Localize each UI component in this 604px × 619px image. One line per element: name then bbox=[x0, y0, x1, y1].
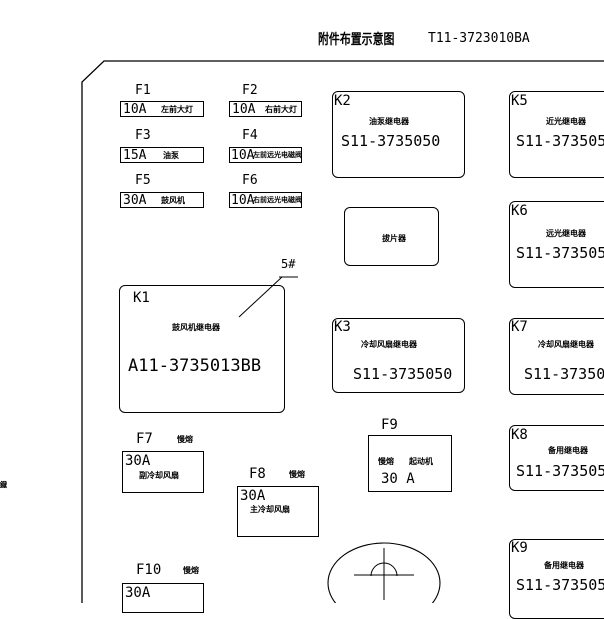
f10-note: 慢熔 bbox=[183, 566, 199, 575]
relay-k6: K6 远光继电器 S11-373505 bbox=[509, 201, 604, 288]
f2-label: F2 bbox=[242, 83, 258, 98]
f5-rating: 30A bbox=[123, 193, 147, 208]
k5-part: S11-373505 bbox=[516, 132, 604, 150]
k2-label: K2 bbox=[334, 93, 351, 109]
k7-part: S11-37350 bbox=[524, 365, 604, 383]
relay-k2: K2 油泵继电器 S11-3735050 bbox=[332, 91, 465, 178]
f7-note: 慢熔 bbox=[177, 435, 193, 444]
k8-label: K8 bbox=[511, 427, 528, 443]
k5-desc: 近光继电器 bbox=[546, 117, 586, 126]
f8-desc: 主冷却风扇 bbox=[250, 505, 290, 514]
diagram-lines bbox=[81, 60, 604, 603]
f1-rating: 10A bbox=[123, 102, 147, 117]
diagram-title: 附件布置示意图 bbox=[318, 32, 395, 48]
f7-label: F7 bbox=[136, 431, 153, 447]
k6-desc: 远光继电器 bbox=[546, 229, 586, 238]
k9-part: S11-373505 bbox=[516, 576, 604, 594]
k1-label: K1 bbox=[133, 290, 150, 306]
k9-desc: 备用继电器 bbox=[544, 561, 584, 570]
fuse-f3: 15A 油泵 bbox=[120, 147, 204, 163]
f4-label: F4 bbox=[242, 128, 258, 143]
f10-rating: 30A bbox=[125, 585, 151, 601]
fuse-f4: 10A 左前远光电磁阀 bbox=[229, 147, 302, 163]
k1-part: A11-3735013BB bbox=[128, 356, 262, 376]
f1-desc: 左前大灯 bbox=[161, 105, 193, 114]
f3-desc: 油泵 bbox=[163, 151, 179, 160]
f8-rating: 30A bbox=[240, 488, 266, 504]
k7-label: K7 bbox=[511, 319, 528, 335]
f9-label: F9 bbox=[381, 417, 398, 433]
f2-rating: 10A bbox=[232, 102, 256, 117]
f9-rating: 30 A bbox=[381, 471, 415, 487]
relay-k5: K5 近光继电器 S11-373505 bbox=[509, 91, 604, 178]
f3-rating: 15A bbox=[123, 148, 147, 163]
f10-label: F10 bbox=[136, 562, 162, 578]
fuse-f10: 30A bbox=[122, 583, 204, 613]
f3-label: F3 bbox=[135, 128, 151, 143]
fuse-puller-label: 拔片器 bbox=[382, 234, 406, 243]
f6-desc: 右前远光电磁阀 bbox=[253, 196, 302, 204]
relay-k8: K8 备用继电器 S11-373505 bbox=[509, 425, 604, 491]
k3-desc: 冷却风扇继电器 bbox=[361, 340, 417, 349]
f7-desc: 副冷却风扇 bbox=[139, 471, 179, 480]
relay-k9: K9 备用继电器 S11-373505 bbox=[509, 539, 604, 619]
fuse-puller: 拔片器 bbox=[344, 207, 439, 266]
f9-desc: 起动机 bbox=[409, 457, 433, 466]
fuse-f6: 10A 右前远光电磁阀 bbox=[229, 192, 302, 208]
k2-part: S11-3735050 bbox=[341, 132, 441, 150]
hole-arc bbox=[370, 562, 398, 577]
f6-rating: 10A bbox=[231, 193, 255, 208]
k3-label: K3 bbox=[334, 319, 351, 335]
f4-desc: 左前远光电磁阀 bbox=[253, 151, 302, 159]
panel-outline bbox=[81, 60, 604, 603]
fuse-f2: 10A 右前大灯 bbox=[229, 101, 302, 117]
fuse-f9: 慢熔 起动机 30 A bbox=[368, 435, 452, 492]
fuse-f7: 30A 副冷却风扇 bbox=[122, 451, 204, 493]
f1-label: F1 bbox=[135, 83, 151, 98]
fuse-f5: 30A 鼓风机 bbox=[120, 192, 204, 208]
f7-rating: 30A bbox=[125, 453, 151, 469]
k1-callout: 5# bbox=[281, 257, 296, 271]
f5-label: F5 bbox=[135, 173, 151, 188]
k7-desc: 冷却风扇继电器 bbox=[538, 340, 594, 349]
relay-k3: K3 冷却风扇继电器 S11-3735050 bbox=[332, 318, 465, 393]
part-number: T11-3723010BA bbox=[428, 31, 530, 46]
k9-label: K9 bbox=[511, 540, 528, 556]
stray-mark: 鐡 bbox=[0, 481, 7, 489]
f4-rating: 10A bbox=[231, 148, 255, 163]
k1-callout-leader bbox=[238, 276, 283, 318]
relay-k7: K7 冷却风扇继电器 S11-37350 bbox=[509, 318, 604, 395]
f6-label: F6 bbox=[242, 173, 258, 188]
f2-desc: 右前大灯 bbox=[265, 105, 297, 114]
k2-desc: 油泵继电器 bbox=[369, 117, 409, 126]
f5-desc: 鼓风机 bbox=[161, 196, 185, 205]
f9-note: 慢熔 bbox=[378, 457, 394, 466]
k8-desc: 备用继电器 bbox=[548, 446, 588, 455]
k5-label: K5 bbox=[511, 93, 528, 109]
k6-part: S11-373505 bbox=[516, 244, 604, 262]
k1-desc: 鼓风机继电器 bbox=[172, 323, 220, 332]
fuse-f1: 10A 左前大灯 bbox=[120, 101, 204, 117]
f8-label: F8 bbox=[249, 466, 266, 482]
k3-part: S11-3735050 bbox=[353, 365, 453, 383]
fuse-f8: 30A 主冷却风扇 bbox=[237, 486, 319, 537]
k8-part: S11-373505 bbox=[516, 462, 604, 480]
relay-k1: K1 鼓风机继电器 A11-3735013BB bbox=[119, 285, 285, 413]
k6-label: K6 bbox=[511, 203, 528, 219]
f8-note: 慢熔 bbox=[289, 470, 305, 479]
mounting-hole bbox=[327, 542, 441, 603]
